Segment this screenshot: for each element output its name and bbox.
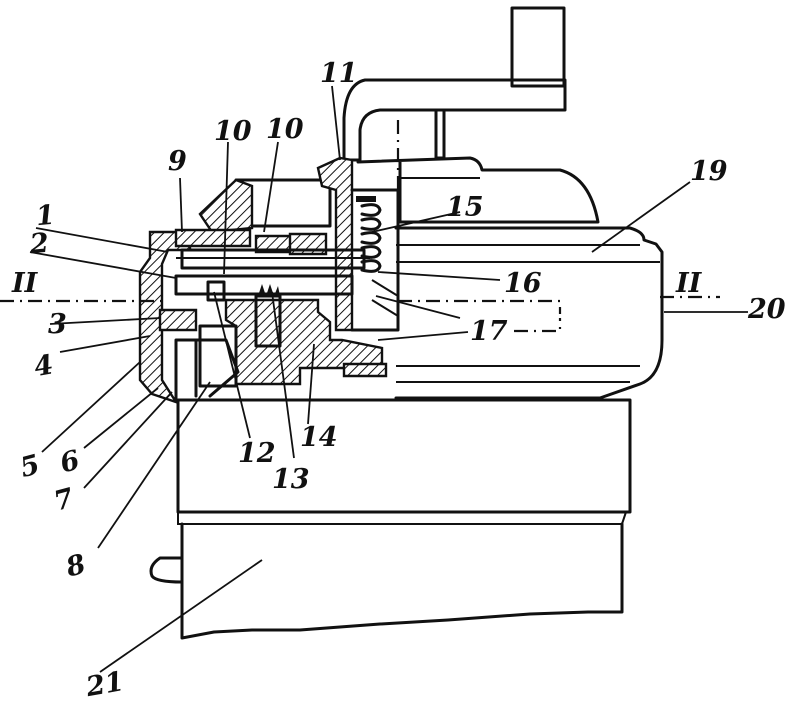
- label-10-left: 4: [32, 349, 56, 383]
- housing-part-4: [394, 226, 664, 400]
- leader-lines: [29, 85, 748, 673]
- label-9: 16: [504, 268, 542, 299]
- label-19: 6: [57, 445, 83, 480]
- left-cover-section: [138, 156, 388, 405]
- label-7: 10: [266, 114, 304, 145]
- label-14: 2: [28, 228, 50, 261]
- label-13: 1: [35, 200, 56, 233]
- label-12: 12: [238, 438, 276, 469]
- hub-cap: [356, 156, 600, 224]
- label-8: 10: [214, 116, 252, 147]
- label-3: 17: [470, 316, 508, 347]
- label-10-right: 20: [747, 294, 786, 325]
- label-17: 7: [51, 483, 77, 518]
- section-mark-right: II: [675, 268, 703, 299]
- label-11: 8: [62, 549, 89, 584]
- label-16: 3: [48, 309, 67, 340]
- section-mark-left: II: [11, 268, 39, 299]
- label-2: 14: [300, 422, 338, 453]
- label-6: 9: [168, 146, 187, 177]
- label-21: 13: [272, 464, 310, 495]
- label-20: 15: [446, 192, 484, 223]
- section-line: [0, 120, 720, 333]
- body-part-1: [149, 398, 632, 640]
- crank-handle: [342, 6, 567, 162]
- label-4: 19: [690, 156, 728, 187]
- section-marks: II II: [11, 268, 703, 299]
- spring-assembly: [350, 188, 400, 332]
- label-5: 11: [320, 58, 358, 89]
- part-labels: 1 2 3 4 5 6 7 8 9 10 10 11 12 13 14 15 1…: [17, 58, 786, 703]
- label-1: 21: [83, 666, 126, 703]
- label-15: 5: [17, 449, 43, 484]
